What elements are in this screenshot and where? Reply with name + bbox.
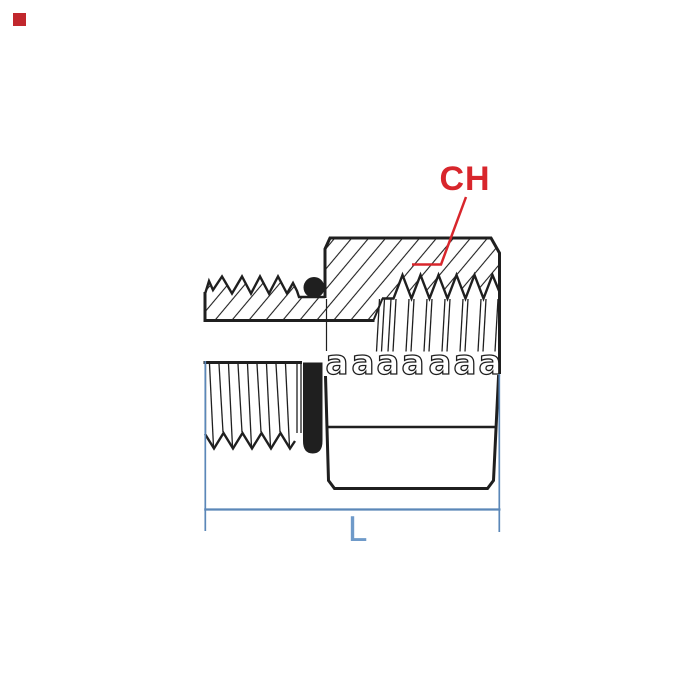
o-ring-section-dot xyxy=(303,277,325,298)
thread-root-glyph: a xyxy=(377,343,400,383)
fitting-body-section: a a a a a a a xyxy=(203,236,502,490)
thread-step-line xyxy=(372,298,384,322)
hex-size-annotation: CH xyxy=(412,160,490,266)
hatched-cross-section xyxy=(205,238,500,321)
female-thread-flank-lines xyxy=(375,298,499,352)
thread-root-glyph: a xyxy=(402,343,425,383)
male-thread-root-zigzag xyxy=(203,430,296,451)
thread-root-glyph-row: a a a a a a a xyxy=(325,342,502,383)
thread-root-glyph: a xyxy=(479,343,502,383)
leader-line xyxy=(412,196,468,266)
male-thread-crest-outline xyxy=(203,273,325,299)
corner-marker xyxy=(13,13,26,26)
thread-root-glyph: a xyxy=(326,343,349,383)
hex-body-outline-top xyxy=(323,236,501,374)
female-thread-teeth-outline xyxy=(382,271,501,302)
hex-body-outline-bottom xyxy=(324,374,501,490)
thread-root-glyph: a xyxy=(429,343,452,383)
length-dimension xyxy=(204,361,501,532)
thread-root-glyph: a xyxy=(352,343,375,383)
length-label: L xyxy=(348,510,367,550)
thread-root-glyph: a xyxy=(454,343,477,383)
bore-wall-line xyxy=(203,292,375,322)
hex-size-label: CH xyxy=(439,160,490,198)
male-thread-flank-lines xyxy=(204,363,302,448)
o-ring-side-view xyxy=(303,362,323,454)
